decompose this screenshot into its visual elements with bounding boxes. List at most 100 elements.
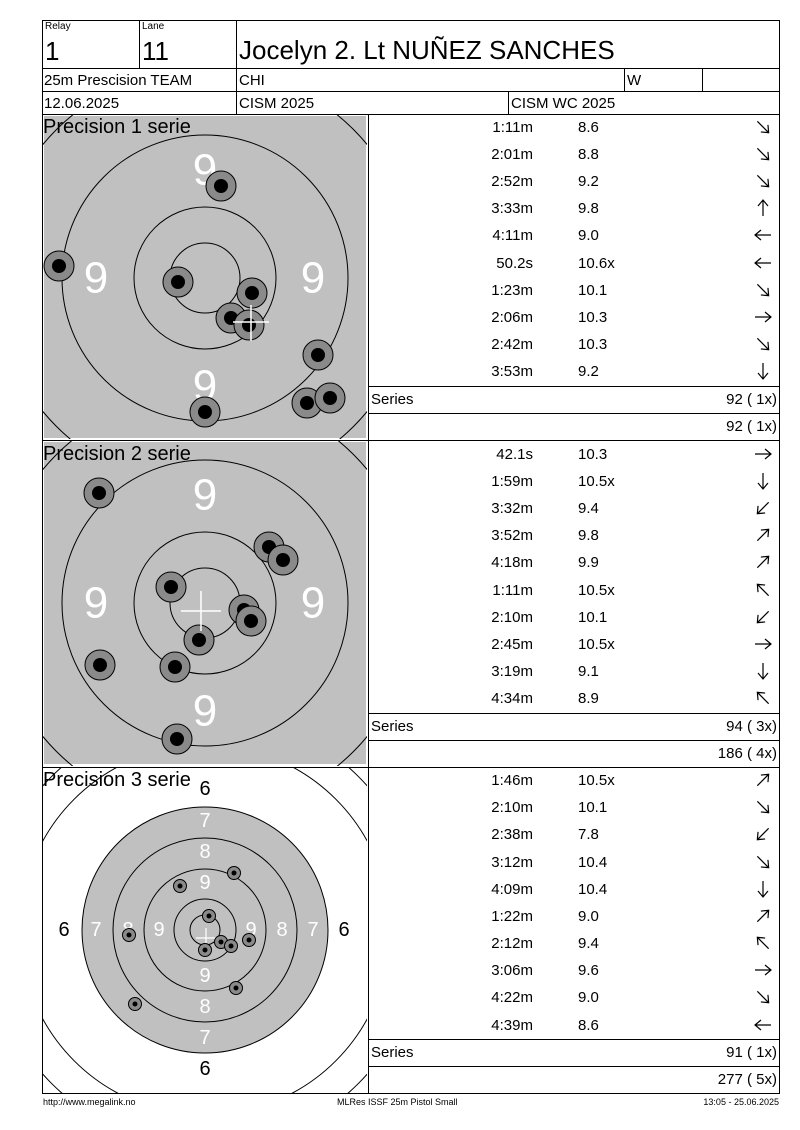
shot-score: 8.9 <box>578 690 599 707</box>
shot-time: 42.1s <box>496 446 533 463</box>
shot-core <box>246 937 252 943</box>
lane-label: Lane <box>142 21 165 32</box>
ring-label: 8 <box>276 919 287 941</box>
direction-arrow-icon <box>757 881 769 898</box>
direction-arrow-icon <box>756 583 770 597</box>
shot-core <box>93 658 107 672</box>
ring-10 <box>133 206 277 350</box>
shot-core <box>92 486 106 500</box>
target-precision-3: 6666777788889999 <box>43 768 367 1093</box>
shot-time: 1:22m <box>491 908 533 925</box>
shot-time: 2:38m <box>491 826 533 843</box>
shot-score: 10.5x <box>578 772 615 789</box>
footer-url: http://www.megalink.no <box>43 1097 136 1107</box>
direction-arrow-icon <box>756 555 770 569</box>
serie-title-3: Precision 3 serie <box>43 769 191 791</box>
direction-arrow-icon <box>756 773 770 787</box>
shot-score: 9.2 <box>578 363 599 380</box>
direction-arrow-icon <box>756 501 770 515</box>
direction-arrow-icon <box>756 174 770 188</box>
shot-score: 7.8 <box>578 826 599 843</box>
shot-time: 50.2s <box>496 255 533 272</box>
shot-score: 10.3 <box>578 336 608 353</box>
direction-arrow-icon <box>756 936 770 950</box>
shot-time: 1:23m <box>491 282 533 299</box>
direction-arrow-icon <box>756 827 770 841</box>
shot-time: 1:46m <box>491 772 533 789</box>
shot-time: 1:11m <box>492 119 533 136</box>
ring-label: 9 <box>301 254 325 303</box>
shot-score: 10.5x <box>578 473 615 490</box>
ring-label: 7 <box>90 919 101 941</box>
shot-score: 9.2 <box>578 173 599 190</box>
shot-score: 10.5x <box>578 636 615 653</box>
shot-time: 2:42m <box>491 336 533 353</box>
footer-software: MLRes ISSF 25m Pistol Small <box>337 1097 458 1107</box>
shot-core <box>164 580 178 594</box>
ring-label: 8 <box>199 841 210 863</box>
direction-arrow-icon <box>756 610 770 624</box>
shot-core <box>168 660 182 674</box>
direction-arrow-icon <box>756 855 770 869</box>
shot-score: 9.0 <box>578 227 599 244</box>
direction-arrow-icon <box>756 120 770 134</box>
ring-label: 9 <box>84 254 108 303</box>
shot-time: 1:59m <box>491 473 533 490</box>
shot-row: 2:38m 7.8 <box>369 821 779 848</box>
shot-score: 9.1 <box>578 663 599 680</box>
shot-time: 3:33m <box>491 200 533 217</box>
ring-10 <box>133 531 277 675</box>
shot-core <box>52 259 66 273</box>
direction-arrow-icon <box>754 1019 771 1031</box>
running-total-row: 92 ( 1x) <box>369 413 779 440</box>
ring <box>173 898 237 962</box>
running-total-row: 277 ( 5x) <box>369 1066 779 1093</box>
shot-core <box>245 286 259 300</box>
ring-label: 6 <box>338 919 349 941</box>
ring-label: 9 <box>199 965 210 987</box>
shot-score: 10.1 <box>578 282 608 299</box>
direction-arrow-icon <box>756 283 770 297</box>
ring-label: 9 <box>193 687 217 736</box>
ring-label: 7 <box>199 1027 210 1049</box>
shot-score: 9.0 <box>578 908 599 925</box>
direction-arrow-icon <box>755 638 772 650</box>
ring-label: 9 <box>84 579 108 628</box>
shot-time: 3:53m <box>491 363 533 380</box>
shot-row: 2:42m 10.3 <box>369 331 779 358</box>
direction-arrow-icon <box>755 964 772 976</box>
shooter-name: Jocelyn 2. Lt NUÑEZ SANCHES <box>239 35 615 65</box>
shot-score: 10.4 <box>578 854 608 871</box>
ring-label: 9 <box>301 579 325 628</box>
direction-arrow-icon <box>757 199 769 216</box>
ring-label: 6 <box>199 778 210 800</box>
series-total: 92 ( 1x) <box>726 391 777 408</box>
shot-time: 4:39m <box>491 1017 533 1034</box>
aiming-area <box>82 807 328 1053</box>
event-name: 25m Prescision TEAM <box>44 72 193 89</box>
shot-score: 10.5x <box>578 582 615 599</box>
shot-core <box>233 985 239 991</box>
shot-core <box>300 396 314 410</box>
shot-core <box>311 348 325 362</box>
shot-core <box>276 553 290 567</box>
shot-score: 10.1 <box>578 799 608 816</box>
ring-label: 9 <box>193 471 217 520</box>
running-total: 277 ( 5x) <box>717 1071 777 1088</box>
shot-score: 9.9 <box>578 554 599 571</box>
